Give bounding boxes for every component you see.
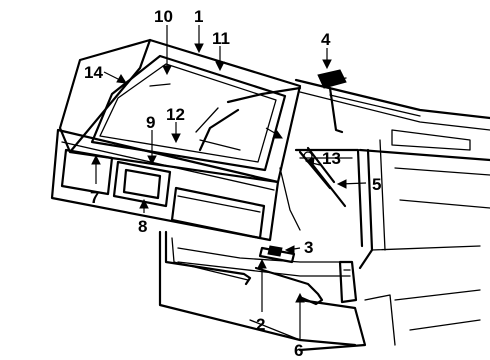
weatherstrip [164,230,324,306]
hinge [317,69,347,134]
callout-7: 7 [90,188,99,207]
callout-13: 13 [322,149,341,168]
callout-1: 1 [194,7,203,26]
callout-14: 14 [84,63,103,82]
liftgate-lower-panel [50,128,280,242]
callout-11: 11 [212,29,230,48]
callout-6: 6 [294,341,303,360]
callout-8: 8 [138,217,147,236]
callout-3: 3 [304,238,313,257]
callout-4: 4 [321,30,331,49]
callout-9: 9 [146,113,155,132]
vehicle-body [158,78,490,352]
callout-5: 5 [372,175,381,194]
striker [258,245,296,264]
callout-12: 12 [166,105,185,124]
leader-lines [91,25,367,340]
callout-2: 2 [256,315,265,334]
callouts: 1 2 3 4 5 6 7 8 9 10 11 12 13 14 [84,7,381,360]
callout-10: 10 [154,7,173,26]
